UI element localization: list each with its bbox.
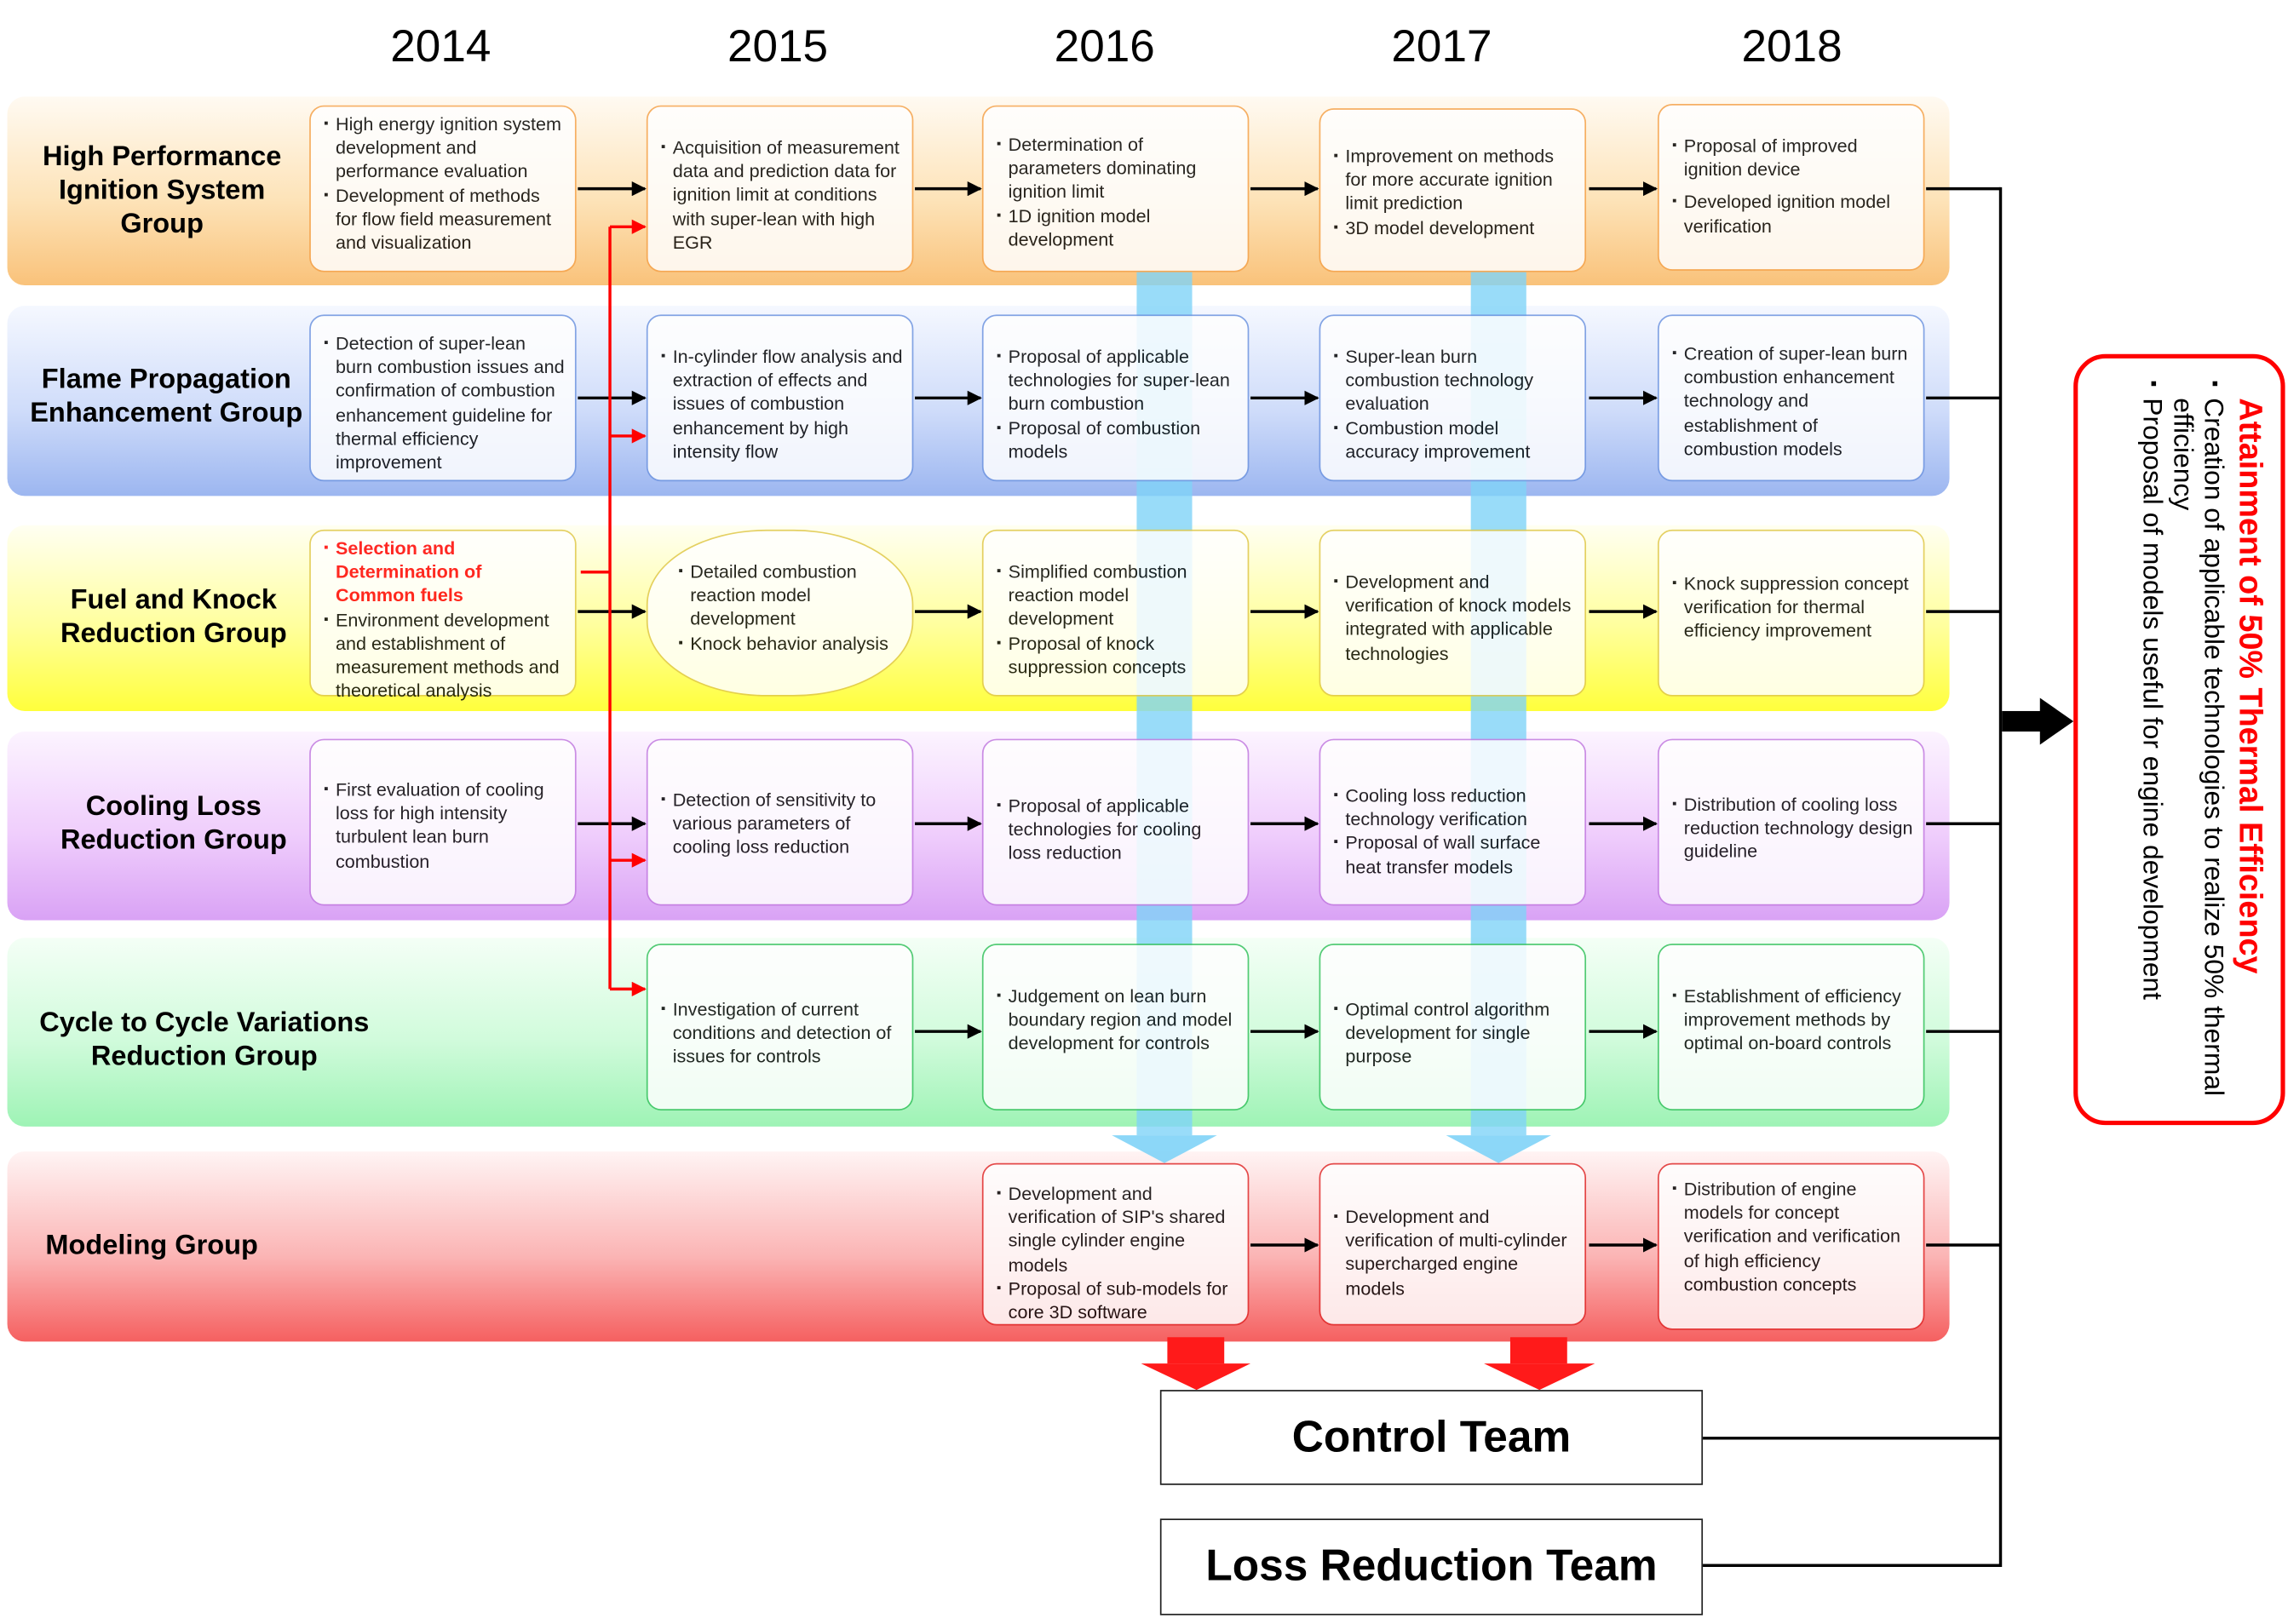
task-item: Knock suppression concept verification f… <box>1672 571 1915 644</box>
year-label: 2016 <box>1054 20 1155 72</box>
task-item: Simplified combustion reaction model dev… <box>997 559 1239 632</box>
task-item: 1D ignition model development <box>997 203 1239 252</box>
task-box: Proposal of improved ignition device Dev… <box>1657 103 1925 271</box>
group-label-flame: Flame Propagation Enhancement Group <box>30 364 303 429</box>
task-box: Development and verification of knock mo… <box>1319 529 1587 697</box>
year-label: 2017 <box>1391 20 1492 72</box>
task-item: Detailed combustion reaction model devel… <box>679 559 903 632</box>
task-box: Simplified combustion reaction model dev… <box>981 529 1250 697</box>
task-item: Knock behavior analysis <box>679 630 903 656</box>
red-arrow-shaft-2016 <box>1167 1337 1225 1364</box>
goal-arrow-shaft <box>2002 710 2044 732</box>
red-arrow-shaft-2017 <box>1509 1337 1567 1364</box>
task-item: Development and verification of multi-cy… <box>1334 1204 1576 1300</box>
loss-reduction-team-box: Loss Reduction Team <box>1159 1518 1704 1615</box>
task-box: Distribution of engine models for concep… <box>1657 1162 1925 1330</box>
task-box: Determination of parameters dominating i… <box>981 105 1250 273</box>
group-label-modeling: Modeling Group <box>45 1230 258 1261</box>
group-label-cycle: Cycle to Cycle Variations Reduction Grou… <box>39 1007 370 1073</box>
task-box: Optimal control algorithm development fo… <box>1319 944 1587 1110</box>
task-item: 3D model development <box>1334 215 1576 240</box>
task-box: In-cylinder flow analysis and extraction… <box>646 314 914 482</box>
task-box: Investigation of current conditions and … <box>646 944 914 1110</box>
task-item: Environment development and establishmen… <box>324 606 566 703</box>
task-box: Improvement on methods for more accurate… <box>1319 108 1587 273</box>
year-label: 2015 <box>727 20 829 72</box>
red-flow-arrows <box>1141 1337 1595 1391</box>
task-item: Detection of sensitivity to various para… <box>661 787 904 860</box>
task-item: High energy ignition system development … <box>324 112 566 184</box>
red-arrowhead-2016 <box>1141 1363 1251 1391</box>
goal-arrowhead <box>2039 697 2074 745</box>
task-item: Distribution of engine models for concep… <box>1672 1176 1915 1296</box>
group-label-cooling: Cooling Loss Reduction Group <box>60 791 287 857</box>
task-box-ellipse: Detailed combustion reaction model devel… <box>646 529 914 697</box>
task-item: Developed ignition model verification <box>1672 189 1915 238</box>
task-item: Improvement on methods for more accurate… <box>1334 143 1576 216</box>
task-item: Proposal of knock suppression concepts <box>997 630 1239 680</box>
task-box: Cooling loss reduction technology verifi… <box>1319 738 1587 906</box>
task-item: Creation of super-lean burn combustion e… <box>1672 341 1915 461</box>
task-item: Development of methods for flow field me… <box>324 182 566 255</box>
task-box: High energy ignition system development … <box>309 105 577 273</box>
task-box: Establishment of efficiency improvement … <box>1657 944 1925 1110</box>
flow-arrowhead-2017 <box>1446 1135 1551 1163</box>
horizontal-arrows <box>578 181 1658 1253</box>
task-item: Combustion model accuracy improvement <box>1334 415 1576 464</box>
task-item: Distribution of cooling loss reduction t… <box>1672 791 1915 864</box>
control-team-box: Control Team <box>1159 1390 1704 1485</box>
task-box: Judgement on lean burn boundary region a… <box>981 944 1250 1110</box>
task-box: Detection of sensitivity to various para… <box>646 738 914 906</box>
task-box: Development and verification of multi-cy… <box>1319 1162 1587 1326</box>
task-item: Investigation of current conditions and … <box>661 996 904 1070</box>
task-item: Cooling loss reduction technology verifi… <box>1334 783 1576 832</box>
flow-arrowhead-2016 <box>1112 1135 1217 1163</box>
task-item: Proposal of improved ignition device <box>1672 133 1915 182</box>
year-label: 2014 <box>390 20 492 72</box>
task-box: Selection and Determination of Common fu… <box>309 529 577 701</box>
task-item: Proposal of wall surface heat transfer m… <box>1334 830 1576 880</box>
task-box: Development and verification of SIP's sh… <box>981 1162 1250 1326</box>
task-item: Determination of parameters dominating i… <box>997 132 1239 204</box>
task-box: Proposal of applicable technologies for … <box>981 738 1250 906</box>
task-item: Proposal of applicable technologies for … <box>997 344 1239 416</box>
task-item: Development and verification of knock mo… <box>1334 569 1576 665</box>
task-item: Proposal of applicable technologies for … <box>997 793 1239 866</box>
red-arrowhead-2017 <box>1484 1363 1595 1391</box>
goal-box: Attainment of 50% Thermal Efficiency Cre… <box>2073 353 2285 1126</box>
task-box: First evaluation of cooling loss for hig… <box>309 738 577 906</box>
task-item: Acquisition of measurement data and pred… <box>661 135 904 255</box>
task-item: Establishment of efficiency improvement … <box>1672 984 1915 1056</box>
task-item: In-cylinder flow analysis and extraction… <box>661 344 904 463</box>
task-item: Proposal of combustion models <box>997 415 1239 464</box>
task-item: Detection of super-lean burn combustion … <box>324 330 566 474</box>
group-label-ignition: High Performance Ignition System Group <box>42 141 282 240</box>
task-box: Distribution of cooling loss reduction t… <box>1657 738 1925 906</box>
task-item: Super-lean burn combustion technology ev… <box>1334 344 1576 416</box>
year-label: 2018 <box>1741 20 1842 72</box>
common-fuels-connectors <box>580 219 647 996</box>
task-item: First evaluation of cooling loss for hig… <box>324 777 566 873</box>
task-item: Optimal control algorithm development fo… <box>1334 996 1576 1070</box>
task-item: Judgement on lean burn boundary region a… <box>997 984 1239 1056</box>
task-box: Detection of super-lean burn combustion … <box>309 314 577 482</box>
task-item: Development and verification of SIP's sh… <box>997 1180 1239 1277</box>
collector-bus <box>1703 187 2003 1567</box>
task-box: Creation of super-lean burn combustion e… <box>1657 314 1925 482</box>
task-item: Proposal of sub-models for core 3D softw… <box>997 1276 1239 1324</box>
group-label-fuel: Fuel and Knock Reduction Group <box>60 585 287 650</box>
task-box: Proposal of applicable technologies for … <box>981 314 1250 482</box>
task-box: Knock suppression concept verification f… <box>1657 529 1925 697</box>
task-box: Super-lean burn combustion technology ev… <box>1319 314 1587 482</box>
task-box: Acquisition of measurement data and pred… <box>646 105 914 273</box>
task-item-highlight: Selection and Determination of Common fu… <box>324 536 566 609</box>
